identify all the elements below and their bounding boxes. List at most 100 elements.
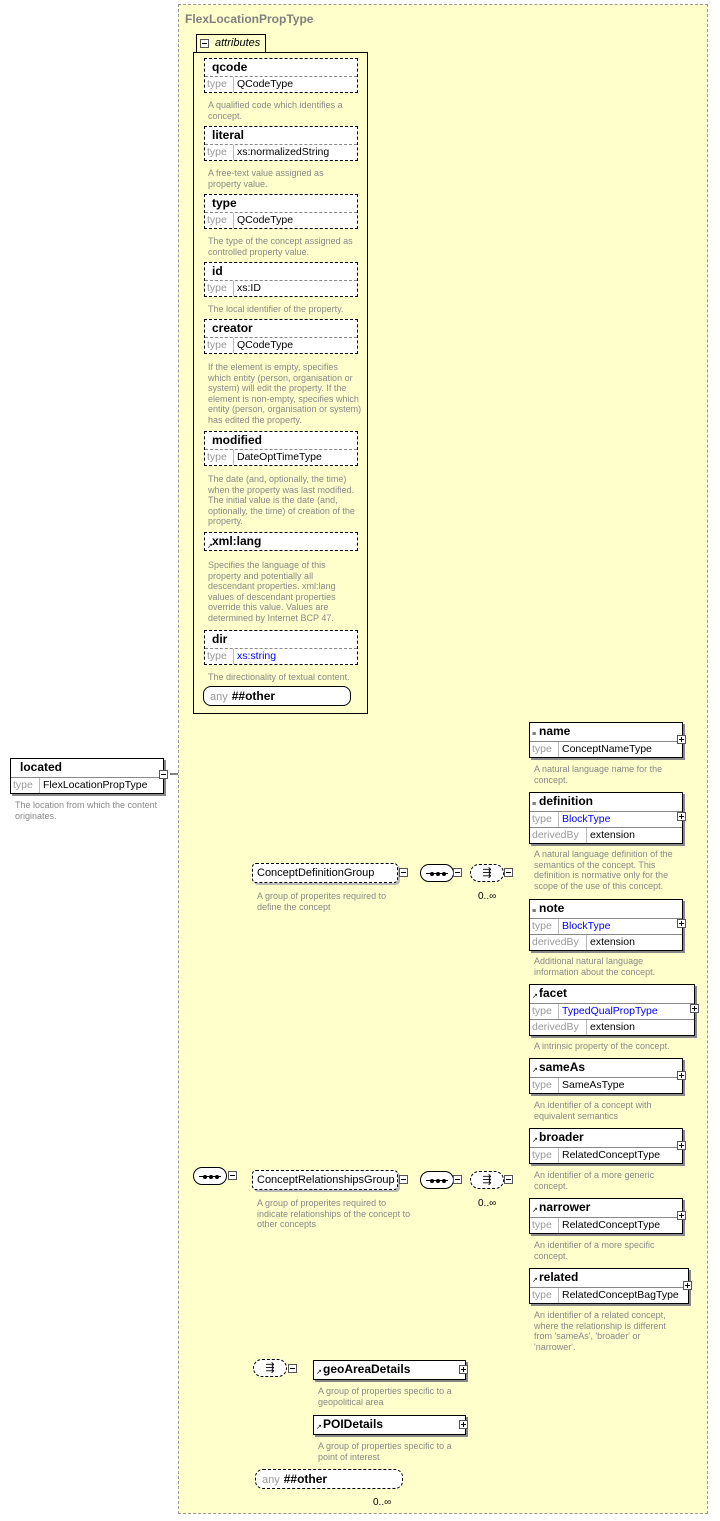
collapse-icon[interactable] [504, 1175, 513, 1184]
expand-icon[interactable] [459, 1420, 468, 1429]
element-name-text: note [539, 901, 565, 915]
attributes-box [193, 52, 368, 714]
element-description: A intrinsic property of the concept. [534, 1041, 670, 1051]
attribute-type: QCodeType [237, 78, 294, 90]
any-key: any [210, 691, 228, 703]
expand-icon[interactable] [677, 1071, 686, 1080]
expand-icon[interactable] [677, 1211, 686, 1220]
attributes-tab[interactable]: attributes [196, 34, 266, 52]
concept-definition-group[interactable]: ConceptDefinitionGroup [252, 863, 398, 883]
element-type: RelatedConceptType [562, 1219, 661, 1231]
type-key: type [205, 77, 234, 92]
type-key: type [205, 281, 234, 296]
choice-compositor-icon: ⇶ [470, 1171, 504, 1189]
reference-arrow-icon: ≡ [532, 908, 537, 915]
collapse-icon[interactable] [288, 1364, 297, 1373]
collapse-icon[interactable] [200, 39, 209, 48]
element-name-text: narrower [539, 1200, 591, 1214]
element-any-other[interactable]: any##other [255, 1469, 403, 1489]
element-poidetails[interactable]: ↗POIDetails [313, 1415, 466, 1435]
choice-compositor-icon: ⇶ [470, 864, 504, 882]
element-name-text: geoAreaDetails [323, 1362, 411, 1376]
type-key: type [205, 450, 234, 465]
collapse-icon[interactable] [453, 868, 462, 877]
reference-arrow-icon: ↗ [316, 1424, 322, 1431]
attribute-name: modified [212, 433, 262, 447]
type-key: type [530, 1218, 559, 1233]
multiplicity: 0..∞ [478, 1198, 497, 1209]
attribute-xml-lang[interactable]: ↗xml:lang [204, 532, 358, 551]
collapse-icon[interactable] [399, 868, 408, 877]
attribute-type: xs:normalizedString [237, 146, 330, 158]
any-value: ##other [231, 689, 276, 703]
attribute-description: A free-text value assigned as property v… [208, 168, 324, 189]
collapse-icon[interactable] [453, 1175, 462, 1184]
multiplicity: 0..∞ [373, 1497, 392, 1508]
attribute-name: dir [212, 632, 228, 646]
attribute-name: ↗xml:lang [205, 533, 357, 550]
choice-compositor-icon: ⇶ [253, 1359, 287, 1377]
element-type: BlockType [562, 920, 611, 932]
expand-icon[interactable] [677, 735, 686, 744]
expand-icon[interactable] [677, 919, 686, 928]
attribute-name-text: xml:lang [212, 534, 262, 548]
element-name: located [20, 760, 63, 774]
element-description: Additional natural language information … [534, 956, 656, 977]
element-type: RelatedConceptType [562, 1149, 661, 1161]
expand-icon[interactable] [677, 1141, 686, 1150]
attribute-name: literal [212, 128, 245, 142]
attribute-description: Specifies the language of this property … [208, 560, 336, 623]
element-name-text: facet [539, 986, 568, 1000]
collapse-icon[interactable] [399, 1175, 408, 1184]
element-type: RelatedConceptBagType [562, 1289, 679, 1301]
sequence-compositor-icon [420, 1171, 454, 1189]
type-key: type [205, 649, 234, 664]
collapse-icon[interactable] [159, 770, 168, 779]
any-value: ##other [283, 1472, 328, 1486]
expand-icon[interactable] [459, 1365, 468, 1374]
concept-relationships-group[interactable]: ConceptRelationshipsGroup [252, 1170, 398, 1190]
expand-icon[interactable] [677, 812, 686, 821]
reference-arrow-icon: ↗ [532, 993, 538, 1000]
attribute-name: qcode [212, 60, 248, 74]
attribute-type: DateOptTimeType [237, 451, 322, 463]
reference-arrow-icon: ↗ [532, 1067, 538, 1074]
reference-arrow-icon: ↗ [316, 1369, 322, 1376]
element-type: SameAsType [562, 1079, 625, 1091]
type-key: type [205, 338, 234, 353]
element-description: A natural language definition of the sem… [534, 849, 673, 891]
type-key: type [530, 1288, 559, 1303]
element-description: An identifier of a more specific concept… [534, 1240, 655, 1261]
expand-icon[interactable] [690, 1004, 699, 1013]
attribute-description: The date (and, optionally, the time) whe… [208, 474, 355, 526]
reference-arrow-icon: ≡ [532, 801, 537, 808]
reference-arrow-icon: ↗ [532, 1277, 538, 1284]
collapse-icon[interactable] [504, 868, 513, 877]
element-name-text: sameAs [539, 1060, 586, 1074]
multiplicity: 0..∞ [478, 891, 497, 902]
collapse-icon[interactable] [228, 1171, 237, 1180]
expand-icon[interactable] [683, 1281, 692, 1290]
derivation: extension [590, 829, 635, 841]
element-geoareadetails[interactable]: ↗geoAreaDetails [313, 1360, 466, 1380]
attribute-description: The directionality of textual content. [208, 672, 350, 682]
attribute-any-other[interactable]: any##other [203, 686, 351, 706]
element-name-text: related [539, 1270, 579, 1284]
element-description: An identifier of a more generic concept. [534, 1170, 655, 1191]
